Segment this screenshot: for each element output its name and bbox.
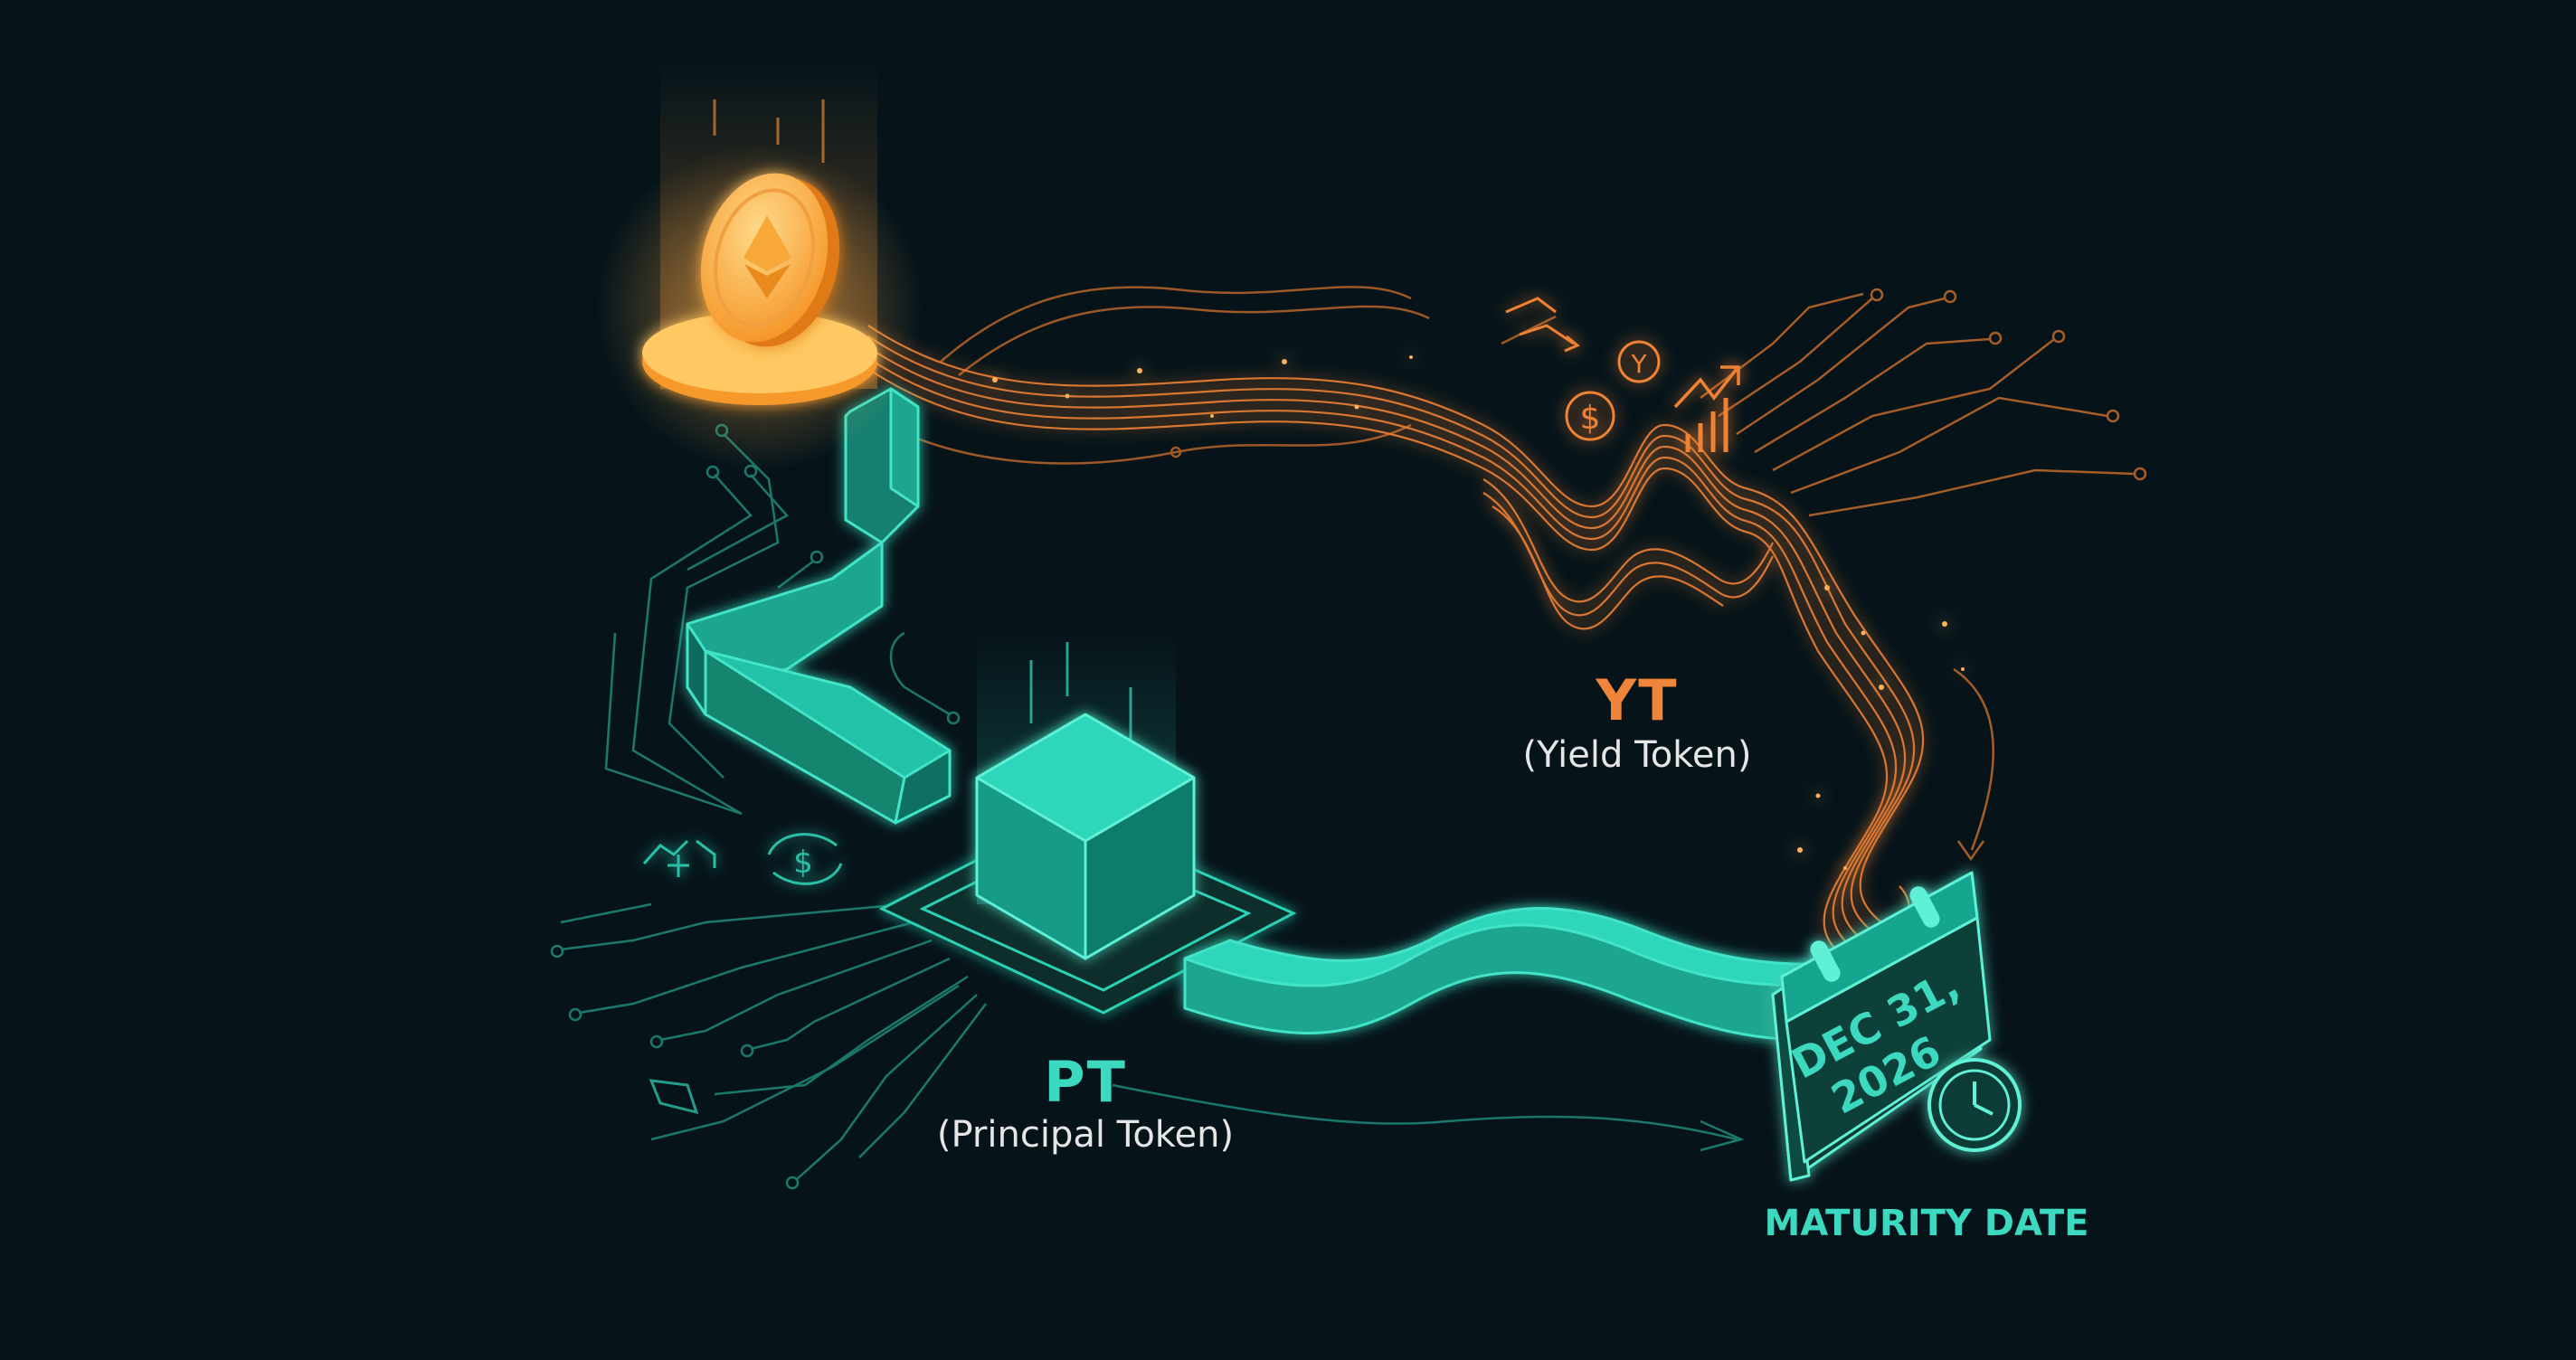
yield-token-title: YT [1596,667,1679,733]
orange-circuit-right [1700,288,2147,862]
yield-token-subtitle: (Yield Token) [1522,734,1752,776]
ethereum-coin-icon [700,173,840,347]
orange-circuit-lines [886,286,1557,465]
swap-arrows-icon [1505,297,1580,353]
plus-signal-icon [642,839,716,877]
calendar-icon [1771,871,1992,1182]
trend-up-icon [1673,365,1740,409]
diamond-icon [649,1079,699,1115]
dollar-cycle-icon: $ [767,833,843,885]
principal-wave-ribbon [1183,907,1829,1042]
svg-text:$: $ [793,845,813,881]
maturity-date-label: MATURITY DATE [1764,1203,2089,1244]
yield-stream [867,325,1925,959]
principal-token-title: PT [1044,1049,1127,1115]
yen-coin-icon: Y [1617,340,1661,383]
dollar-coin-icon: $ [1565,391,1615,441]
principal-ribbon [686,387,952,825]
teal-circuit-lines [550,423,1745,1190]
bar-chart-icon [1685,398,1728,452]
svg-text:Y: Y [1630,349,1647,379]
principal-token-subtitle: (Principal Token) [936,1114,1235,1156]
cube-icon [975,713,1196,960]
coin-pedestal [642,312,877,405]
clock-icon [1927,1058,2022,1152]
svg-text:$: $ [1580,400,1601,437]
yield-sparkles [992,355,1965,870]
